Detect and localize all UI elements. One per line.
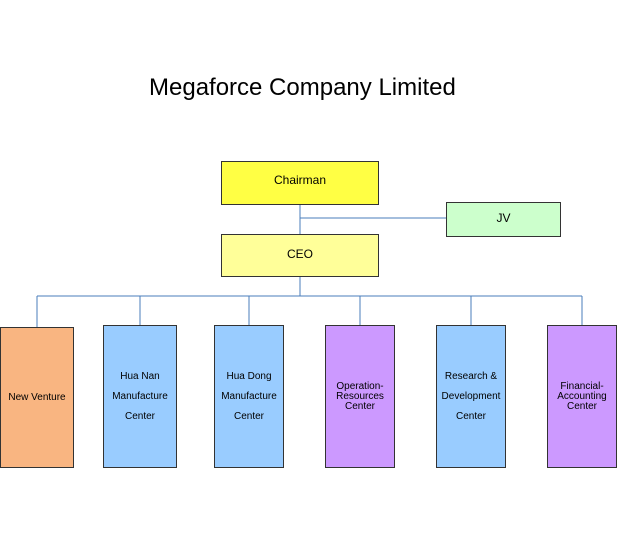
hua-nan-label-line1: Hua Nan [120,370,160,382]
financial-accounting-node[interactable]: Financial- Accounting Center [547,325,617,468]
research-development-label-line3: Center [455,410,486,422]
new-venture-label: New Venture [8,392,66,403]
jv-label: JV [496,211,511,225]
chairman-node[interactable]: Chairman [221,161,379,205]
operation-resources-label-line1: Operation- [336,380,384,392]
financial-accounting-label-line1: Financial- [560,380,604,392]
hua-nan-label-line2: Manufacture [112,390,168,402]
chart-title: Megaforce Company Limited [149,74,456,101]
financial-accounting-label-line3: Center [566,400,597,412]
new-venture-node[interactable]: New Venture [0,327,74,468]
hua-dong-label-line2: Manufacture [221,390,277,402]
research-development-label-line1: Research & [444,370,498,382]
hua-nan-label-line3: Center [124,410,155,422]
hua-dong-label-line1: Hua Dong [226,370,272,382]
operation-resources-label-line2: Resources [336,390,384,402]
financial-accounting-label-line2: Accounting [557,390,607,402]
hua-nan-node[interactable]: Hua Nan Manufacture Center [103,325,177,468]
operation-resources-label-line3: Center [344,400,375,412]
ceo-node[interactable]: CEO [221,234,379,277]
chairman-label: Chairman [273,173,327,187]
operation-resources-node[interactable]: Operation- Resources Center [325,325,395,468]
research-development-node[interactable]: Research & Development Center [436,325,506,468]
ceo-label: CEO [286,246,313,261]
jv-node[interactable]: JV [446,202,561,237]
research-development-label-line2: Development [441,390,501,402]
hua-dong-label-line3: Center [233,410,264,422]
hua-dong-node[interactable]: Hua Dong Manufacture Center [214,325,284,468]
